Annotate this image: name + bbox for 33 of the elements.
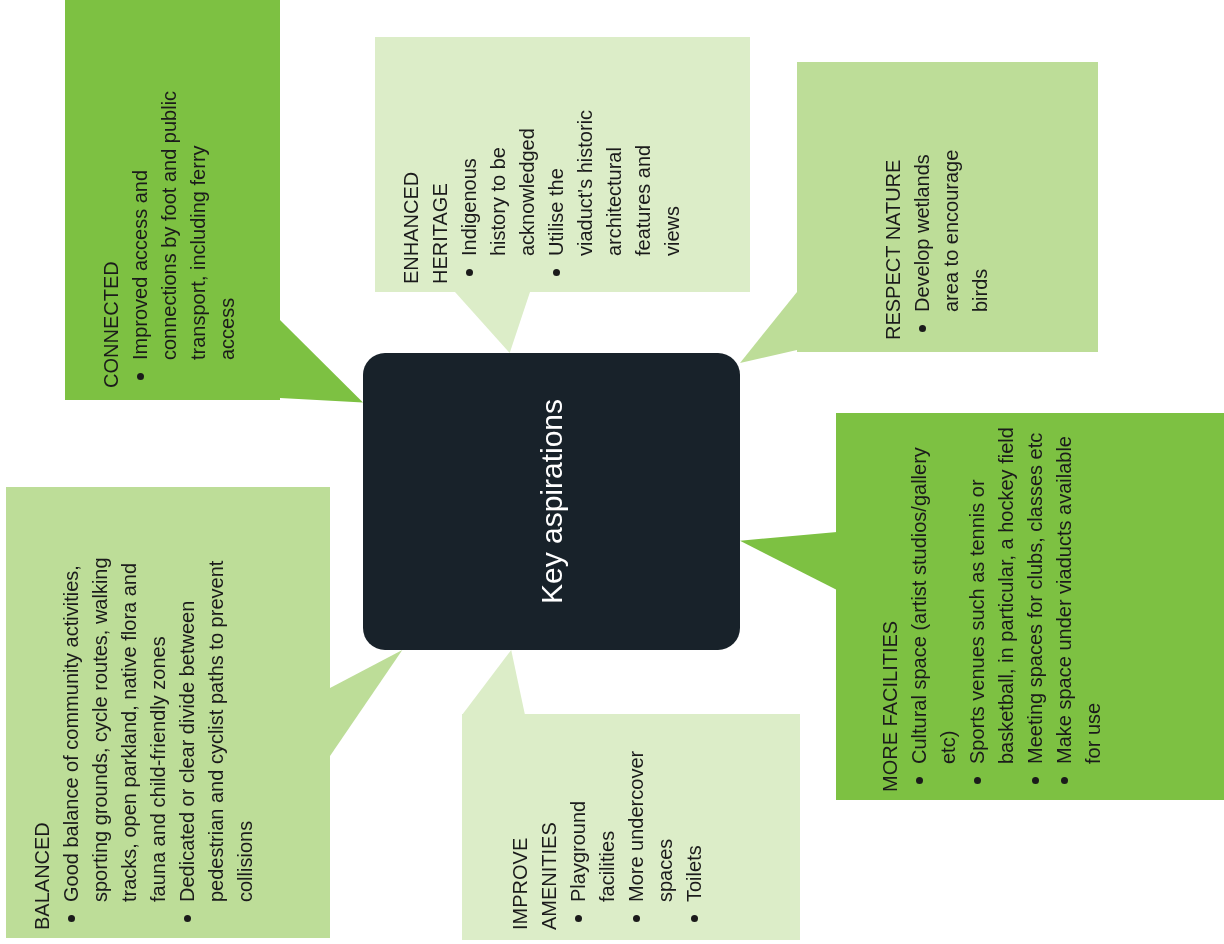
callout-heading: BALANCED	[30, 821, 54, 930]
bullet-item: Dedicated or clear divide between pedestrian and cyclist paths to prevent collisions	[175, 559, 257, 902]
callout-tail	[740, 292, 797, 363]
callout-tail	[740, 532, 837, 590]
callout-heading: IMPROVE AMENITIES	[508, 821, 561, 930]
callout-box	[462, 714, 800, 940]
bullet-item: Sports venues such as tennis or basketball, in particular, a hockey field	[965, 426, 1018, 764]
callout-heading: MORE FACILITIES	[878, 619, 902, 792]
bullet-item: Good balance of community activities, sporting grounds, cycle routes, walking tracks, open parkland, native flora and fauna and child-friendly zones	[59, 556, 170, 902]
callout-tail	[280, 320, 363, 403]
bullet-item: Cultural space (artist studios/gallery etc)	[907, 446, 960, 764]
callout-tail	[330, 650, 403, 756]
callout-box	[6, 487, 330, 938]
bullet-item: Develop wetlands area to encourage birds	[910, 148, 992, 312]
bullet-item: Make space under viaducts available for use	[1052, 435, 1105, 764]
bullet-item: Indigenous history to be acknowledged	[457, 127, 539, 256]
callout-box	[375, 37, 750, 292]
callout-box	[836, 413, 1224, 800]
callout-heading: RESPECT NATURE	[881, 158, 905, 340]
bullet-item: Meeting spaces for clubs, classes etc	[1023, 432, 1047, 764]
callout-box	[797, 62, 1098, 352]
bullet-item: Playground facilities	[566, 799, 619, 902]
callout-heading: ENHANCED HERITAGE	[399, 170, 452, 284]
callout-heading: CONNECTED	[99, 260, 123, 388]
central-box	[363, 353, 740, 650]
callout-box	[65, 0, 280, 400]
central-title: Key aspirations	[534, 398, 569, 605]
callout-tail	[462, 650, 525, 715]
bullet-item: More undercover spaces	[624, 749, 677, 902]
bullet-item: Utilise the viaduct's historic architectural features and views	[544, 109, 684, 256]
bullet-item: Improved access and connections by foot and public transport, including ferry access	[128, 89, 239, 360]
bullet-item: Toilets	[682, 845, 706, 902]
callout-tail	[455, 292, 530, 353]
